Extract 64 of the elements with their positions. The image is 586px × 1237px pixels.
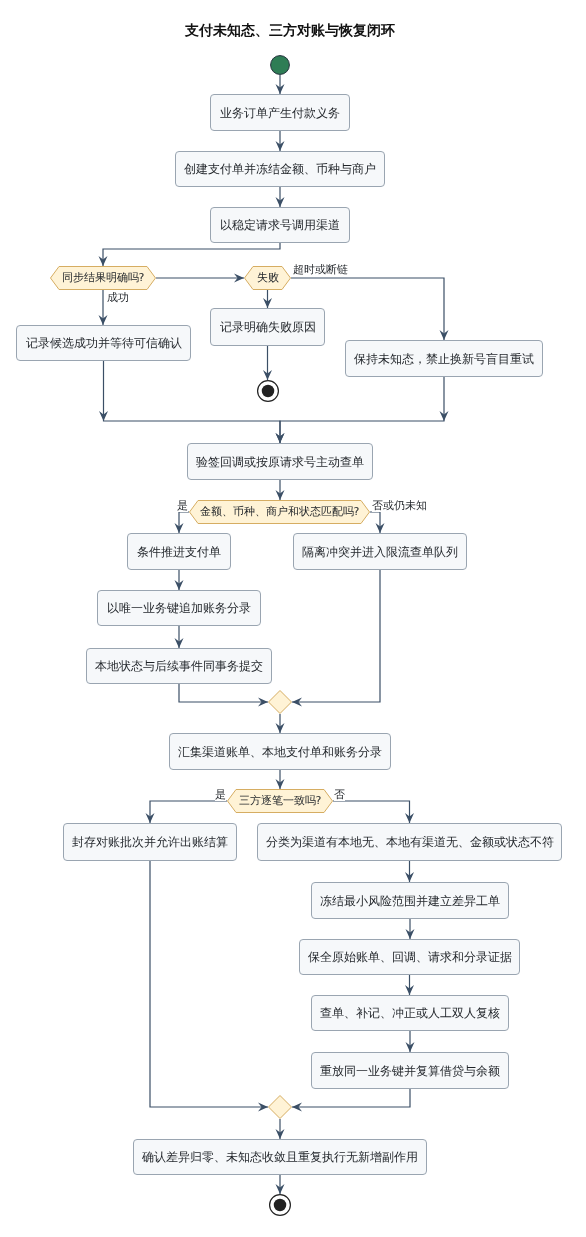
action-box: 条件推进支付单 <box>127 533 231 570</box>
decision-hexagon: 三方逐笔一致吗? <box>227 789 333 813</box>
edge-label: 是 <box>177 498 188 512</box>
edge-label: 否或仍未知 <box>372 498 427 512</box>
edge-label: 成功 <box>107 290 129 304</box>
action-box: 隔离冲突并进入限流查单队列 <box>293 533 467 570</box>
arrow <box>275 1174 285 1195</box>
arrow <box>98 289 108 326</box>
action-box: 验签回调或按原请求号主动查单 <box>187 443 373 480</box>
arrow <box>174 569 184 591</box>
action-box: 重放同一业务键并复算借贷与余额 <box>311 1052 509 1089</box>
arrow <box>149 860 269 1112</box>
action-box: 汇集渠道账单、本地支付单和账务分录 <box>169 733 391 770</box>
action-box: 冻结最小风险范围并建立差异工单 <box>311 882 509 919</box>
arrow <box>369 511 385 534</box>
arrow <box>275 74 285 95</box>
arrow <box>145 800 228 824</box>
start-circle <box>270 55 290 75</box>
arrow <box>174 511 190 534</box>
merge-diamond <box>268 690 292 714</box>
arrow <box>290 277 449 341</box>
decision-hexagon: 同步结果明确吗? <box>50 266 156 290</box>
edge-label: 是 <box>215 787 226 801</box>
arrow <box>275 186 285 208</box>
arrow <box>405 1030 415 1053</box>
edge-label: 超时或断链 <box>293 262 348 276</box>
action-box: 记录明确失败原因 <box>210 308 325 346</box>
decision-hexagon: 金额、币种、商户和状态匹配吗? <box>189 500 370 524</box>
edge-label: 否 <box>334 787 345 801</box>
decision-hexagon: 失败 <box>244 266 291 290</box>
arrow <box>275 1118 285 1140</box>
arrow <box>178 683 269 707</box>
merge-diamond <box>268 1095 292 1119</box>
arrow <box>275 713 285 734</box>
end-circle <box>256 380 279 402</box>
action-box: 本地状态与后续事件同事务提交 <box>86 648 272 684</box>
action-box: 以唯一业务键追加账务分录 <box>97 590 261 626</box>
arrow <box>174 625 184 649</box>
arrow <box>275 769 285 790</box>
end-circle <box>269 1194 291 1216</box>
action-box: 以稳定请求号调用渠道 <box>210 207 350 243</box>
arrow <box>263 345 272 381</box>
arrow <box>405 860 414 883</box>
action-box: 保全原始账单、回调、请求和分录证据 <box>299 939 520 975</box>
action-box: 记录候选成功并等待可信确认 <box>16 325 191 361</box>
arrow <box>275 130 285 152</box>
arrow <box>332 800 414 824</box>
arrow <box>275 479 285 501</box>
action-box: 封存对账批次并允许出账结算 <box>63 823 237 861</box>
arrow <box>291 1088 411 1112</box>
arrow <box>98 242 281 267</box>
arrow <box>275 376 449 444</box>
arrow <box>291 569 381 707</box>
action-box: 保持未知态，禁止换新号盲目重试 <box>345 340 543 377</box>
action-box: 分类为渠道有本地无、本地有渠道无、金额或状态不符 <box>257 823 562 861</box>
action-box: 业务订单产生付款义务 <box>210 94 350 131</box>
action-box: 确认差异归零、未知态收敛且重复执行无新增副作用 <box>133 1139 427 1175</box>
action-box: 创建支付单并冻结金额、币种与商户 <box>175 151 385 187</box>
action-box: 查单、补记、冲正或人工双人复核 <box>311 995 509 1031</box>
arrow <box>155 273 245 283</box>
diagram-title: 支付未知态、三方对账与恢复闭环 <box>185 21 395 39</box>
arrow <box>263 289 272 309</box>
arrow <box>405 974 414 996</box>
arrow <box>405 918 415 940</box>
